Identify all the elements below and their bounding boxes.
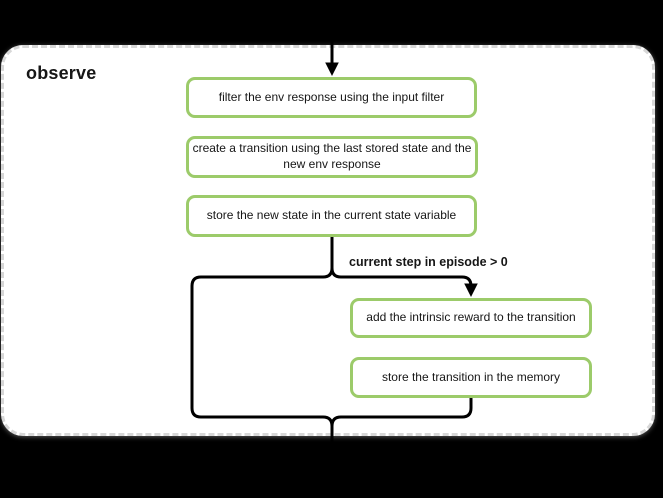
arrowhead-down-icon bbox=[464, 283, 478, 297]
group-title: observe bbox=[26, 63, 97, 83]
node-label: store the new state in the current state… bbox=[206, 208, 457, 223]
node-create-transition: create a transition using the last store… bbox=[186, 136, 478, 178]
node-label: add the intrinsic reward to the transiti… bbox=[366, 310, 576, 325]
node-label-line2: new env response bbox=[283, 157, 381, 171]
connector-condition-branch bbox=[330, 266, 473, 289]
node-store-new-state: store the new state in the current state… bbox=[186, 195, 477, 237]
node-label-line1: create a transition using the last store… bbox=[192, 141, 472, 156]
node-label: filter the env response using the input … bbox=[218, 89, 445, 104]
arrowhead-down-icon bbox=[325, 62, 339, 76]
connector-merge-line bbox=[330, 396, 473, 428]
node-label: store the transition in the memory bbox=[381, 369, 561, 384]
node-filter-env-response: filter the env response using the input … bbox=[186, 77, 477, 118]
connector-else-branch-loop bbox=[190, 235, 334, 454]
node-add-intrinsic-reward: add the intrinsic reward to the transiti… bbox=[350, 298, 592, 338]
condition-label: current step in episode > 0 bbox=[349, 255, 508, 269]
node-store-transition: store the transition in the memory bbox=[350, 357, 592, 398]
